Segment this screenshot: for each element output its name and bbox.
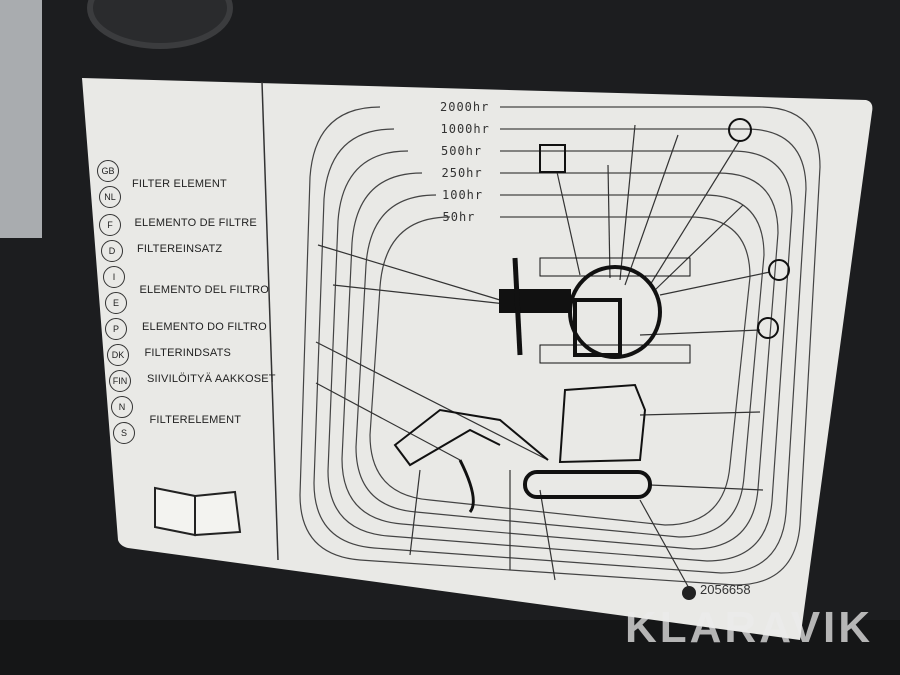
gauge	[87, 0, 233, 49]
service-point-line	[649, 139, 741, 286]
serial-number: 2056658	[700, 582, 751, 597]
language-code: E	[105, 292, 127, 314]
service-point-line	[539, 489, 556, 581]
interval-ring	[299, 106, 821, 586]
legend-label: SIIVILÖITYÄ AAKKOSET	[147, 373, 276, 385]
maintenance-sticker	[82, 78, 873, 640]
coolant-icon	[728, 118, 752, 142]
service-point-line	[317, 244, 501, 301]
service-point-line	[649, 484, 764, 491]
service-point-line	[315, 341, 549, 461]
service-point-line	[639, 499, 691, 591]
fuel-pump-icon	[539, 144, 566, 173]
watermark-logo: KLARAVIK	[625, 603, 874, 652]
legend-label: FILTERELEMENT	[149, 414, 242, 426]
service-point-line	[607, 164, 611, 279]
legend-label: FILTER ELEMENT	[132, 178, 227, 190]
language-code: S	[113, 422, 135, 444]
interval-label-250hr: 250hr	[441, 166, 483, 180]
excavator-side-view	[393, 383, 652, 513]
oil-drop-icon	[757, 317, 779, 339]
interval-ring	[355, 194, 765, 538]
interval-ring	[327, 150, 793, 562]
service-point-line	[619, 124, 636, 281]
language-code: I	[103, 266, 125, 288]
language-code: GB	[97, 160, 119, 182]
language-code: N	[111, 396, 133, 418]
manual-book-icon	[154, 486, 242, 537]
metal-panel	[0, 0, 42, 238]
service-point-line	[409, 469, 421, 556]
legend-label: FILTEREINSATZ	[137, 243, 223, 255]
legend-label: ELEMENTO DE FILTRE	[134, 217, 257, 229]
language-code: DK	[107, 344, 129, 366]
excavator-top-view	[499, 257, 691, 364]
language-code: NL	[99, 186, 121, 208]
language-code: D	[101, 240, 123, 262]
interval-label-100hr: 100hr	[442, 188, 484, 202]
sticker-divider	[261, 81, 279, 561]
legend-label: ELEMENTO DEL FILTRO	[139, 284, 270, 296]
service-point-line	[639, 411, 761, 416]
service-point-line	[639, 329, 761, 336]
interval-label-50hr: 50hr	[442, 210, 476, 224]
interval-ring	[313, 128, 807, 574]
language-code: F	[99, 214, 121, 236]
language-code: P	[105, 318, 127, 340]
interval-label-500hr: 500hr	[441, 144, 483, 158]
legend-label: ELEMENTO DO FILTRO	[142, 321, 267, 333]
language-code: FIN	[109, 370, 131, 392]
interval-rings	[299, 106, 821, 586]
service-point-line	[659, 271, 771, 296]
service-point-line	[624, 134, 679, 286]
interval-label-2000hr: 2000hr	[440, 100, 490, 114]
service-point-line	[315, 382, 461, 461]
oil-drop-icon	[768, 259, 790, 281]
legend-label: FILTERINDSATS	[144, 347, 232, 359]
interval-ring	[369, 216, 751, 526]
interval-label-1000hr: 1000hr	[440, 122, 490, 136]
grease-point-icon	[682, 586, 696, 600]
